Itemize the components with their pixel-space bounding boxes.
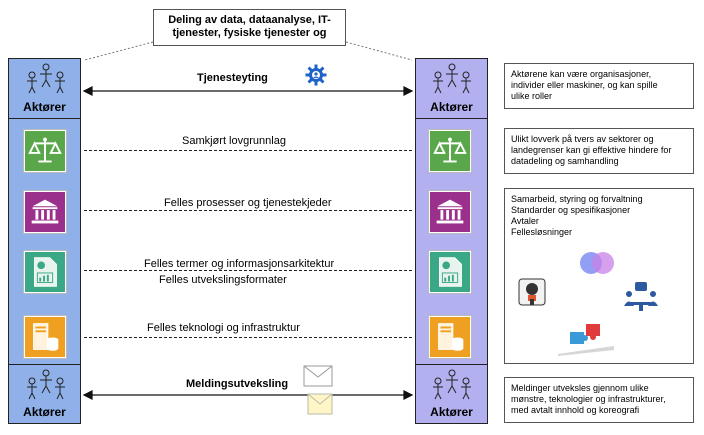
row-label-meldingsutveksling: Meldingsutveksling [184, 378, 291, 390]
left-sep-top [8, 118, 81, 119]
envelope-icon [303, 365, 333, 415]
desc-actors-line-2: individer eller maskiner, og kan spille [511, 80, 658, 90]
desc-coop-line-4: Fellesløsninger [511, 227, 573, 237]
row-label-prosesser: Felles prosesser og tjenestekjeder [162, 197, 334, 209]
actor-label-left-top: Aktører [23, 100, 66, 114]
desc-law-line-2: landegrenser kan gi effektive hindere fo… [511, 145, 672, 155]
right-sep-bottom [415, 364, 488, 365]
row-label-tjenesteyting: Tjenesteyting [195, 72, 270, 84]
desc-actors-line-1: Aktørene kan være organisasjoner, [511, 69, 652, 79]
dash-line-prosesser [84, 210, 412, 211]
dash-line-termer [84, 270, 412, 271]
gear-icon [305, 64, 327, 86]
desc-law-line-3: datadeling og samhandling [511, 156, 619, 166]
row-label-termer: Felles termer og informasjonsarkitektur [142, 258, 337, 270]
plug-icon [518, 278, 546, 306]
actor-group-icon [27, 63, 65, 94]
document-chart-icon [429, 251, 471, 293]
left-actor-column [8, 58, 81, 424]
scales-icon [429, 130, 471, 172]
row-label-lovgrunnlag: Samkjørt lovgrunnlag [180, 135, 288, 147]
desc-box-messages: Meldinger utveksles gjennom ulike mønstr… [504, 377, 694, 423]
desc-msg-line-3: med avtalt innhold og koreografi [511, 405, 640, 415]
desc-coop-line-2: Standarder og spesifikasjoner [511, 205, 631, 215]
puzzle-icon [558, 324, 614, 356]
row-label-teknologi: Felles teknologi og infrastruktur [145, 322, 302, 334]
row-label-utvekslingsformater: Felles utvekslingsformater [157, 274, 289, 286]
actor-group-icon [27, 369, 65, 400]
actor-group-icon [433, 369, 471, 400]
desc-box-law: Ulikt lovverk på tvers av sektorer og la… [504, 128, 694, 174]
desc-actors-line-3: ulike roller [511, 91, 553, 101]
desc-coop-line-3: Avtaler [511, 216, 539, 226]
institution-icon [429, 191, 471, 233]
venn-icon [580, 252, 614, 274]
actor-label-right-top: Aktører [430, 100, 473, 114]
desc-msg-line-2: mønstre, teknologier og infrastrukturer, [511, 394, 666, 404]
desc-msg-line-1: Meldinger utveksles gjennom ulike [511, 383, 649, 393]
dash-line-teknologi [84, 337, 412, 338]
actor-label-right-bottom: Aktører [430, 405, 473, 419]
document-chart-icon [24, 251, 66, 293]
desc-law-line-1: Ulikt lovverk på tvers av sektorer og [511, 134, 654, 144]
title-text: Deling av data, dataanalyse, IT-tjeneste… [168, 14, 331, 39]
desc-coop-line-1: Samarbeid, styring og forvaltning [511, 194, 643, 204]
server-database-icon [429, 316, 471, 358]
right-actor-column [415, 58, 488, 424]
server-database-icon [24, 316, 66, 358]
institution-icon [24, 191, 66, 233]
actor-group-icon [433, 63, 471, 94]
title-box: Deling av data, dataanalyse, IT-tjeneste… [153, 9, 346, 46]
title-connector-lines [84, 41, 413, 61]
left-sep-bottom [8, 364, 81, 365]
meeting-icon [624, 282, 658, 311]
dash-line-lovgrunnlag [84, 150, 412, 151]
actor-label-left-bottom: Aktører [23, 405, 66, 419]
desc-box-actors: Aktørene kan være organisasjoner, indivi… [504, 63, 694, 109]
right-sep-top [415, 118, 488, 119]
scales-icon [24, 130, 66, 172]
